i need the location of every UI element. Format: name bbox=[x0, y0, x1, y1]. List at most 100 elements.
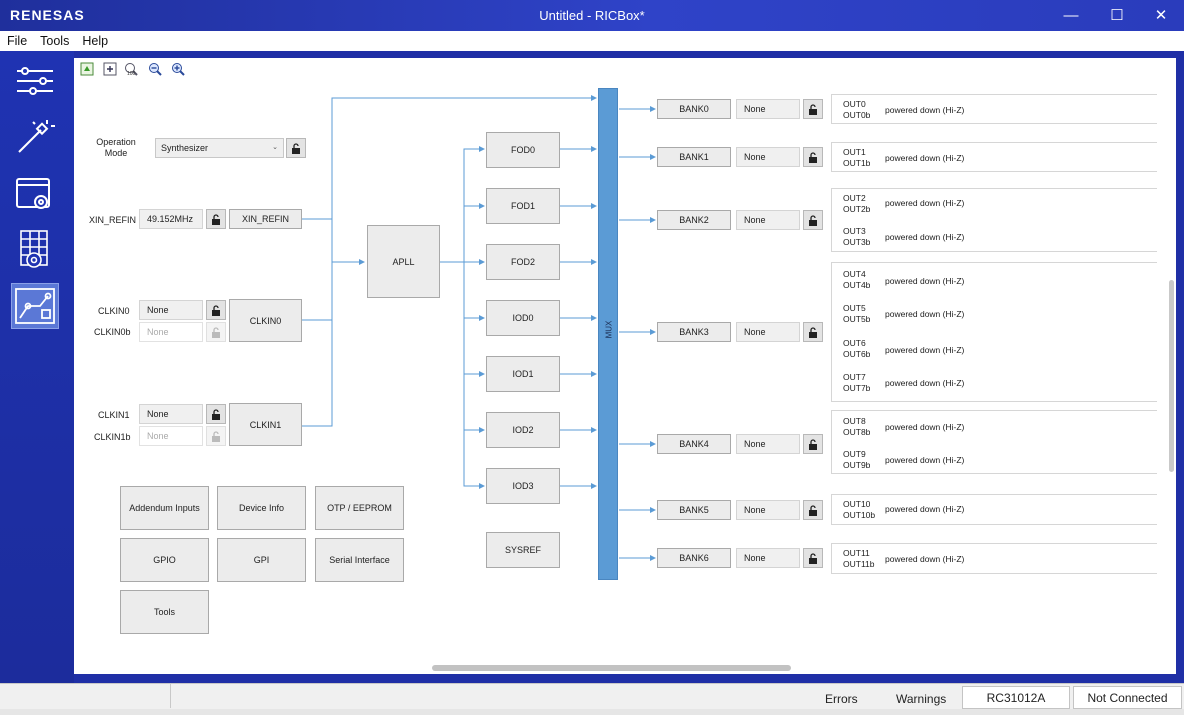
bank4-lock-icon[interactable] bbox=[803, 434, 823, 454]
clkin0b-value: None bbox=[139, 322, 203, 342]
fod0-block[interactable]: FOD0 bbox=[486, 132, 560, 168]
tools-button[interactable]: Tools bbox=[120, 590, 209, 634]
bank3-value[interactable]: None bbox=[736, 322, 800, 342]
connection-status[interactable]: Not Connected bbox=[1073, 686, 1182, 709]
bank0-value[interactable]: None bbox=[736, 99, 800, 119]
clkin0-value[interactable]: None bbox=[139, 300, 203, 320]
zoom-out-icon[interactable] bbox=[147, 62, 163, 78]
xin-refin-lock-icon[interactable] bbox=[206, 209, 226, 229]
out7-status[interactable]: powered down (Hi-Z) bbox=[885, 378, 965, 388]
bank1-block[interactable]: BANK1 bbox=[657, 147, 731, 167]
fod2-block[interactable]: FOD2 bbox=[486, 244, 560, 280]
bank4-block[interactable]: BANK4 bbox=[657, 434, 731, 454]
clkin1-lock-icon[interactable] bbox=[206, 404, 226, 424]
block-diagram-icon[interactable] bbox=[11, 283, 59, 329]
export-icon[interactable] bbox=[79, 62, 95, 78]
operation-mode-lock-icon[interactable] bbox=[286, 138, 306, 158]
fit-icon[interactable] bbox=[102, 62, 118, 78]
out2-status[interactable]: powered down (Hi-Z) bbox=[885, 198, 965, 208]
xin-refin-frequency[interactable]: 49.152MHz bbox=[139, 209, 203, 229]
gpi-button[interactable]: GPI bbox=[217, 538, 306, 582]
mux-block[interactable]: MUX bbox=[598, 88, 618, 580]
vertical-scrollbar[interactable] bbox=[1169, 280, 1174, 472]
out5-status[interactable]: powered down (Hi-Z) bbox=[885, 309, 965, 319]
addendum-inputs-button[interactable]: Addendum Inputs bbox=[120, 486, 209, 530]
warnings-indicator[interactable]: Warnings bbox=[896, 692, 947, 706]
operation-mode-dropdown[interactable]: Synthesizer⌄ bbox=[155, 138, 284, 158]
bank3-block[interactable]: BANK3 bbox=[657, 322, 731, 342]
xin-refin-block[interactable]: XIN_REFIN bbox=[229, 209, 302, 229]
block-diagram-canvas: 100 bbox=[74, 58, 1176, 674]
bank2-value[interactable]: None bbox=[736, 210, 800, 230]
fod1-block[interactable]: FOD1 bbox=[486, 188, 560, 224]
gpio-button[interactable]: GPIO bbox=[120, 538, 209, 582]
title-bar: RENESAS Untitled - RICBox* — ☐ ✕ bbox=[0, 0, 1184, 31]
wizard-icon[interactable] bbox=[11, 114, 59, 160]
device-settings-icon[interactable] bbox=[11, 171, 59, 217]
out3-status[interactable]: powered down (Hi-Z) bbox=[885, 232, 965, 242]
register-settings-icon[interactable] bbox=[11, 227, 59, 273]
close-button[interactable]: ✕ bbox=[1154, 7, 1168, 24]
out6-status[interactable]: powered down (Hi-Z) bbox=[885, 345, 965, 355]
errors-indicator[interactable]: Errors bbox=[825, 692, 858, 706]
sysref-block[interactable]: SYSREF bbox=[486, 532, 560, 568]
out10-status[interactable]: powered down (Hi-Z) bbox=[885, 504, 965, 514]
signal-wires bbox=[302, 95, 656, 561]
bank2-lock-icon[interactable] bbox=[803, 210, 823, 230]
bank5-lock-icon[interactable] bbox=[803, 500, 823, 520]
bank4-value[interactable]: None bbox=[736, 434, 800, 454]
bank5-value[interactable]: None bbox=[736, 500, 800, 520]
menu-tools[interactable]: Tools bbox=[40, 34, 70, 48]
bank2-block[interactable]: BANK2 bbox=[657, 210, 731, 230]
iod2-block[interactable]: IOD2 bbox=[486, 412, 560, 448]
serial-interface-button[interactable]: Serial Interface bbox=[315, 538, 404, 582]
device-info-button[interactable]: Device Info bbox=[217, 486, 306, 530]
bank0-lock-icon[interactable] bbox=[803, 99, 823, 119]
clkin0-block[interactable]: CLKIN0 bbox=[229, 299, 302, 342]
otp-eeprom-button[interactable]: OTP / EEPROM bbox=[315, 486, 404, 530]
iod0-block[interactable]: IOD0 bbox=[486, 300, 560, 336]
bank1-value[interactable]: None bbox=[736, 147, 800, 167]
bank5-block[interactable]: BANK5 bbox=[657, 500, 731, 520]
status-divider bbox=[170, 684, 171, 708]
out0-status[interactable]: powered down (Hi-Z) bbox=[885, 105, 965, 115]
bank6-value[interactable]: None bbox=[736, 548, 800, 568]
canvas-frame-top bbox=[74, 51, 1176, 58]
device-name: RC31012A bbox=[962, 686, 1070, 709]
bank3-lock-icon[interactable] bbox=[803, 322, 823, 342]
bank6-lock-icon[interactable] bbox=[803, 548, 823, 568]
minimize-button[interactable]: — bbox=[1063, 7, 1079, 24]
out4-status[interactable]: powered down (Hi-Z) bbox=[885, 276, 965, 286]
clkin1-label: CLKIN1 bbox=[98, 410, 130, 420]
apll-block[interactable]: APLL bbox=[367, 225, 440, 298]
zoom-100-icon[interactable]: 100 bbox=[124, 62, 140, 78]
menu-help[interactable]: Help bbox=[82, 34, 109, 48]
bank6-block[interactable]: BANK6 bbox=[657, 548, 731, 568]
bank1-lock-icon[interactable] bbox=[803, 147, 823, 167]
clkin1-value[interactable]: None bbox=[139, 404, 203, 424]
clkin0-lock-icon[interactable] bbox=[206, 300, 226, 320]
clkin1-block[interactable]: CLKIN1 bbox=[229, 403, 302, 446]
out11-status[interactable]: powered down (Hi-Z) bbox=[885, 554, 965, 564]
clkin0-label: CLKIN0 bbox=[98, 306, 130, 316]
menu-file[interactable]: File bbox=[7, 34, 28, 48]
iod1-block[interactable]: IOD1 bbox=[486, 356, 560, 392]
clkin1b-value: None bbox=[139, 426, 203, 446]
parameters-icon[interactable] bbox=[11, 58, 59, 104]
maximize-button[interactable]: ☐ bbox=[1110, 7, 1124, 24]
out8-status[interactable]: powered down (Hi-Z) bbox=[885, 422, 965, 432]
iod3-block[interactable]: IOD3 bbox=[486, 468, 560, 504]
horizontal-scrollbar[interactable] bbox=[432, 665, 791, 671]
zoom-in-icon[interactable] bbox=[170, 62, 186, 78]
bank0-block[interactable]: BANK0 bbox=[657, 99, 731, 119]
out1-status[interactable]: powered down (Hi-Z) bbox=[885, 153, 965, 163]
canvas-frame-bottom bbox=[74, 674, 1176, 683]
out9-status[interactable]: powered down (Hi-Z) bbox=[885, 455, 965, 465]
